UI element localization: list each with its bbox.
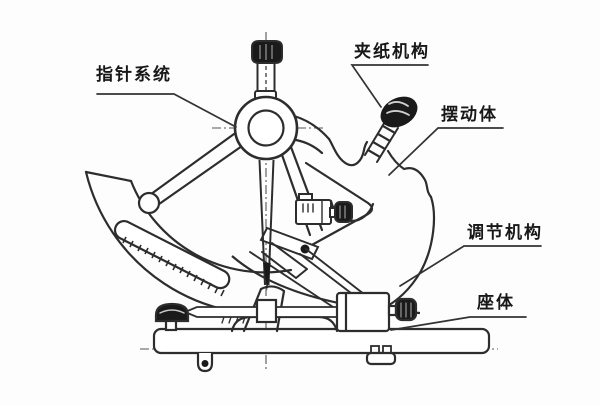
clamp-knob [334,201,353,223]
leader-lines [96,64,542,331]
base-plate [152,327,491,355]
leader-adjust-mechanism [399,245,542,287]
rod-slider [255,298,278,324]
label-base-body: 座体 [477,293,515,312]
label-pointer-system: 指针系统 [96,65,172,84]
hub [233,95,299,161]
scale-sector [84,170,299,316]
clamp-mechanism [259,193,353,279]
screw-threads [366,124,397,159]
paper-clamp-screw [364,96,418,163]
leader-swing-body [388,127,504,176]
pivot-dot [300,244,310,254]
right-foot [365,345,397,366]
scale-tick-marks [122,236,225,297]
top-shaft [251,40,283,100]
arm-boss [137,191,161,215]
swing-body-outline [304,137,436,313]
label-adjust-mechanism: 调节机构 [467,223,543,242]
label-swing-body: 摆动体 [441,105,498,124]
pointer-needle [258,159,275,291]
leveling-knob [154,302,190,332]
adjust-block [335,291,391,333]
top-knob [251,40,283,64]
leader-pointer-system [96,93,237,128]
label-paper-clamp: 夹纸机构 [354,42,430,61]
leader-paper-clamp [350,64,429,108]
base-assembly [152,285,491,373]
leader-base-body [390,316,527,331]
scale-plate [113,219,231,297]
